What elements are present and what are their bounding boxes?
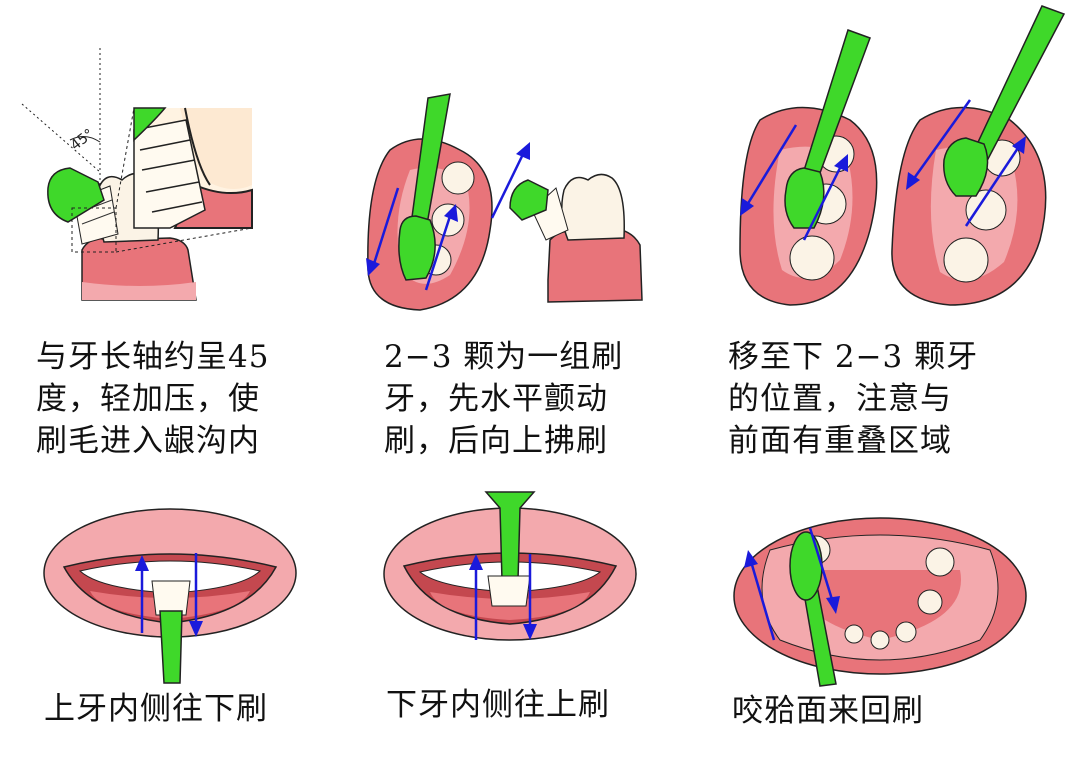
angle-diagram [21,48,253,301]
caption-line: 移至下 2−3 颗牙 [728,339,979,375]
upper-inner-diagram [43,508,297,684]
caption-line: 与牙长轴约呈45 [36,339,270,375]
caption-line: 的位置，注意与 [728,381,952,417]
brush-handle [159,610,183,684]
caption-line: 咬𬌗面来回刷 [732,693,924,729]
brush-head [47,167,105,223]
illustration-angle-45: 45° [0,0,290,310]
gum-shape [81,237,197,301]
caption-step-6: 咬𬌗面来回刷 [732,690,924,732]
caption-line: 上牙内侧往下刷 [44,691,268,727]
caption-step-2: 2−3 颗为一组刷 牙，先水平颤动 刷，后向上拂刷 [384,336,623,462]
caption-step-1: 与牙长轴约呈45 度，轻加压，使 刷毛进入龈沟内 [36,336,269,462]
caption-line: 下牙内侧往上刷 [386,687,610,723]
zoom-box [71,207,117,253]
illustration-lower-inner [380,488,640,648]
caption-line: 刷毛进入龈沟内 [36,423,260,459]
caption-line: 前面有重叠区域 [728,423,952,459]
caption-line: 2−3 颗为一组刷 [384,339,624,375]
caption-line: 刷，后向上拂刷 [384,423,608,459]
illustration-occlusal [730,510,1030,690]
occlusal-diagram [733,517,1027,687]
magnified-inset [133,107,253,229]
caption-line: 度，轻加压，使 [36,381,260,417]
brush-head [398,215,436,281]
caption-step-4: 上牙内侧往下刷 [44,688,268,730]
brush-head [789,531,823,601]
illustration-overlap [730,0,1070,320]
vibrate-sweep-diagram [366,93,643,311]
caption-step-5: 下牙内侧往上刷 [386,684,610,726]
illustration-vibrate-sweep [350,80,670,320]
illustration-upper-inner [40,505,300,685]
caption-step-3: 移至下 2−3 颗牙 的位置，注意与 前面有重叠区域 [728,336,978,462]
overlap-diagram [739,5,1066,306]
caption-line: 牙，先水平颤动 [384,381,608,417]
brush-axis-line [21,103,101,173]
lower-inner-diagram [383,491,637,641]
